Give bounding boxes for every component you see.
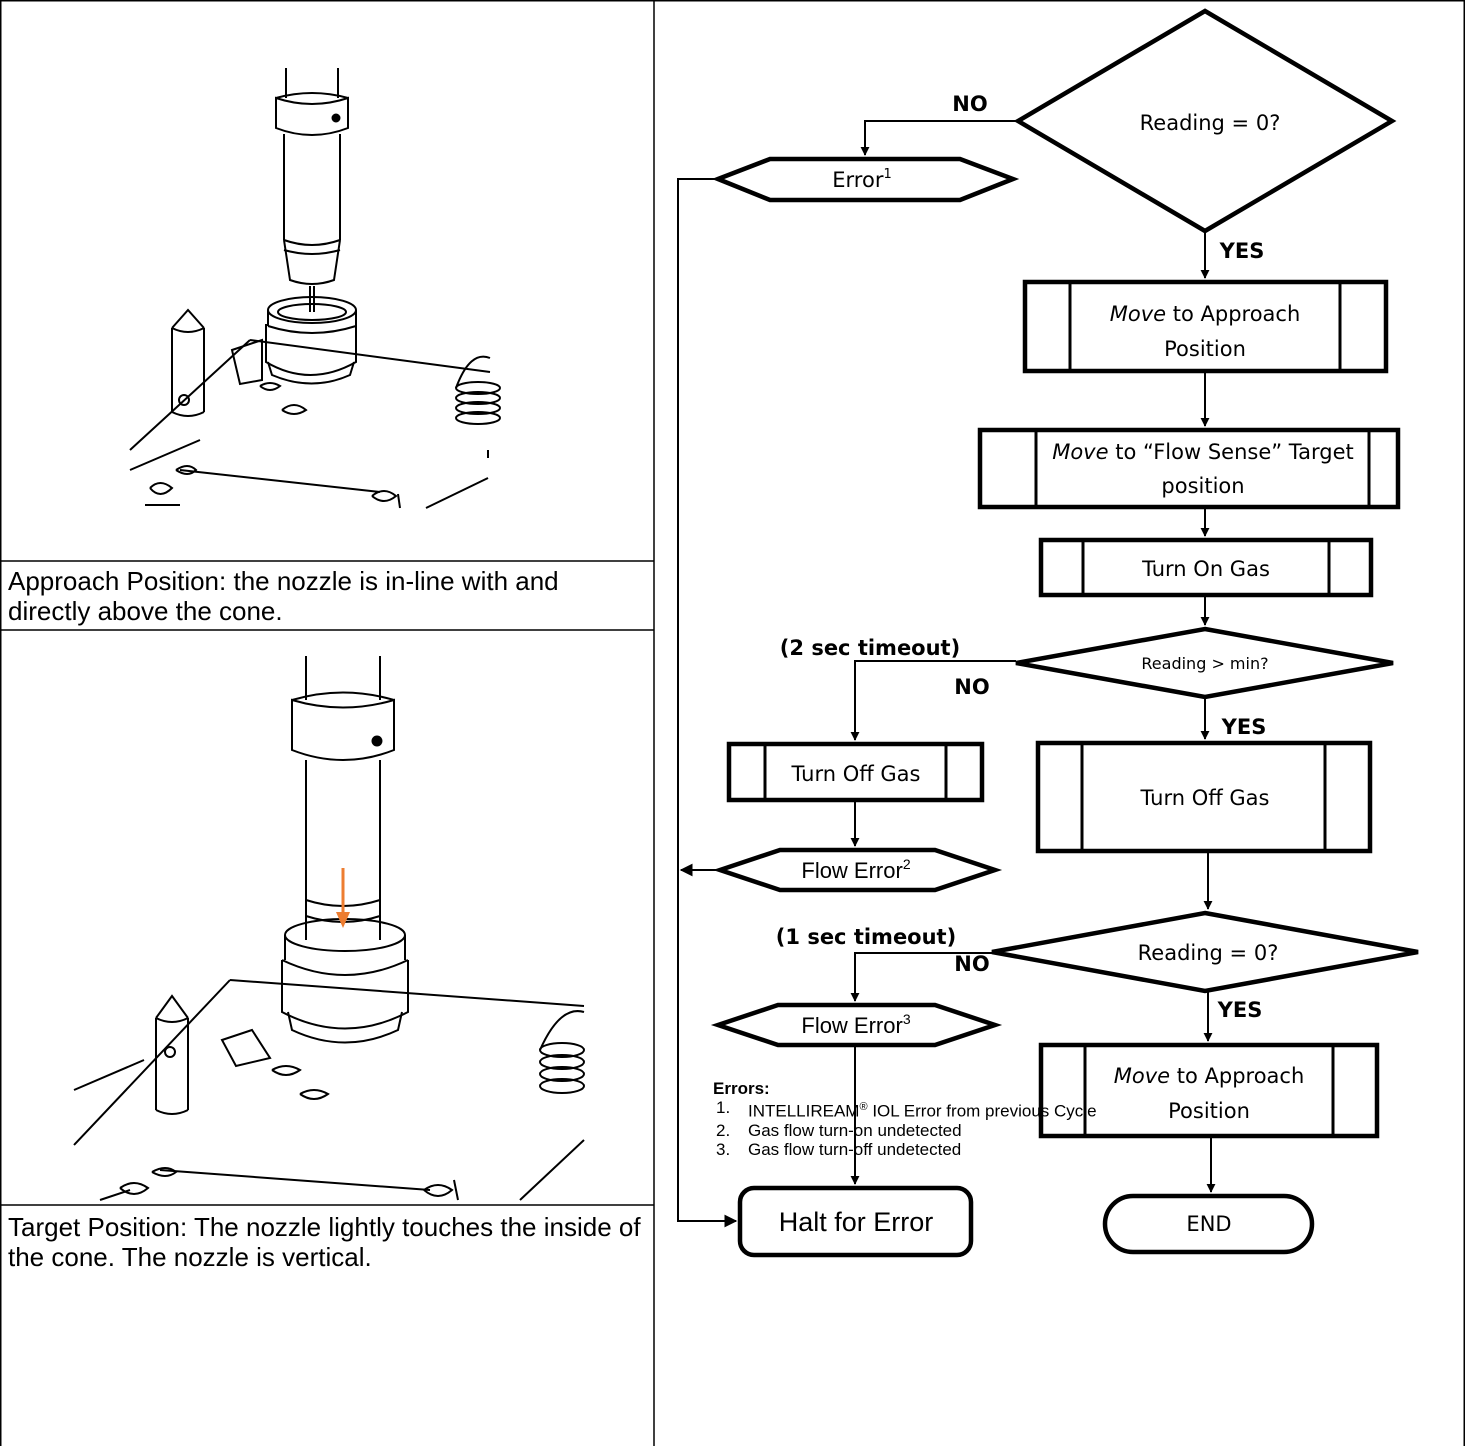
branch-no-3-label: NO [954, 952, 989, 976]
error-item-1-text: INTELLIREAM [748, 1101, 860, 1121]
error-item-2-number: 2. [716, 1120, 731, 1140]
error-1-node [711, 156, 1020, 203]
move-approach-2-label: Move to Approach [1114, 1064, 1305, 1088]
target-position-caption: Target Position: The nozzle lightly touc… [8, 1212, 641, 1272]
move-approach-1-label-line2: Position [1164, 337, 1246, 361]
errors-legend: Errors: 1. INTELLIREAM® IOL Error from pr… [713, 1079, 1413, 1159]
turn-off-gas-left-label: Turn Off Gas [791, 762, 921, 786]
error-item-2-text: Gas flow turn-on undetected [748, 1120, 962, 1140]
flow-error-2-label: Flow Error2 [801, 856, 910, 883]
decision-reading-min-label: Reading > min? [1141, 654, 1268, 673]
flowchart-connectors [677, 120, 1216, 1228]
move-approach-2-label-line2: Position [1168, 1099, 1250, 1123]
halt-for-error-box [737, 1185, 974, 1258]
end-label: END [1186, 1212, 1231, 1236]
timeout-1sec-label: (1 sec timeout) [776, 925, 956, 949]
error-item-3-number: 3. [716, 1139, 731, 1159]
error-item-1: 1. INTELLIREAM® IOL Error from previous C… [713, 1098, 1413, 1121]
error-item-3: 3. Gas flow turn-off undetected [713, 1140, 1413, 1159]
halt-for-error-label: Halt for Error [779, 1207, 934, 1237]
decision-reading-zero-2-label: Reading = 0? [1138, 941, 1279, 965]
branch-no-2-label: NO [954, 675, 989, 699]
error-item-1-text-after: IOL Error from previous Cycle [867, 1101, 1097, 1121]
error-item-1-sup: ® [859, 1101, 868, 1113]
move-flow-sense-box [977, 427, 1401, 510]
flow-error-3-label: Flow Error3 [801, 1011, 910, 1038]
flow-error-2-node [712, 847, 1003, 893]
flow-error-3-node [710, 1002, 1003, 1048]
target-position-illustration [73, 656, 585, 1201]
decision-reading-zero-1-label: Reading = 0? [1140, 111, 1281, 135]
end-terminator [1102, 1193, 1315, 1255]
errors-heading: Errors: [713, 1079, 770, 1098]
flowchart-labels: Reading = 0? NO Error1 YES Move to Appro… [776, 92, 1354, 1237]
downward-motion-arrow [336, 868, 350, 928]
branch-no-1-label: NO [952, 92, 987, 116]
branch-yes-2-label: YES [1221, 715, 1267, 739]
move-approach-2-box [1038, 1042, 1380, 1139]
move-flow-sense-label-line2: position [1161, 474, 1244, 498]
turn-off-gas-right-label: Turn Off Gas [1140, 786, 1270, 810]
error-1-label: Error1 [832, 167, 891, 192]
error-item-1-number: 1. [716, 1098, 731, 1117]
move-flow-sense-label: Move to “Flow Sense” Target [1052, 440, 1354, 464]
error-item-3-text: Gas flow turn-off undetected [748, 1139, 962, 1159]
turn-off-gas-right-box [1035, 740, 1373, 854]
error-item-2: 2. Gas flow turn-on undetected [713, 1121, 1413, 1140]
flowchart [710, 8, 1419, 1258]
decision-reading-zero-2 [991, 910, 1419, 994]
turn-on-gas-label: Turn On Gas [1141, 557, 1270, 581]
timeout-2sec-label: (2 sec timeout) [780, 636, 960, 660]
branch-yes-1-label: YES [1219, 239, 1265, 263]
branch-yes-3-label: YES [1217, 998, 1263, 1022]
approach-position-illustration [129, 68, 501, 509]
approach-position-caption: Approach Position: the nozzle is in-line… [8, 566, 559, 626]
move-approach-1-label: Move to Approach [1110, 302, 1301, 326]
